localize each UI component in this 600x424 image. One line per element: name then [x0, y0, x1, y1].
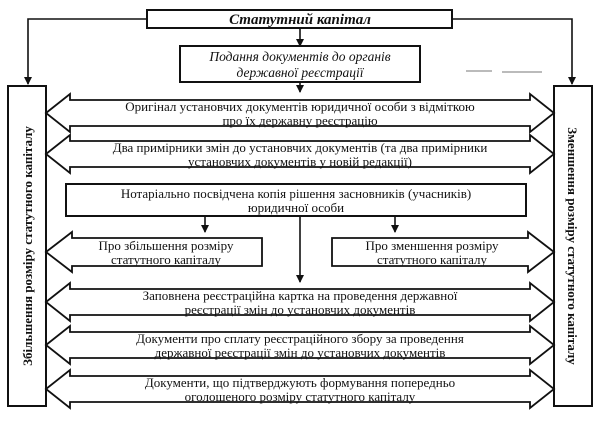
doc5-arrow: Документи про сплату реєстраційного збор… — [44, 324, 556, 366]
doc6-line2: оголошеного розміру статутного капіталу — [185, 389, 416, 404]
doc6-line1: Документи, що підтверджують формування п… — [145, 375, 455, 390]
doc5-line2: державної реєстрації змін до установчих … — [155, 345, 446, 360]
doc1-line2: про їх державну реєстрацію — [222, 113, 377, 128]
scan-noise — [466, 70, 542, 73]
doc1-line1: Оригінал установчих документів юридичної… — [125, 99, 475, 114]
submission-line1: Подання документів до органів — [208, 49, 390, 64]
increase-decision-arrow: Про збільшення розміру статутного капіта… — [44, 230, 263, 274]
doc2-line1: Два примірники змін до установчих докуме… — [113, 140, 488, 155]
doc3-box: Нотаріально посвідчена копія рішення зас… — [65, 183, 527, 217]
doc2-line2: установчих документів у новій редакції) — [188, 154, 412, 169]
increase-decision-line2: статутного капіталу — [111, 252, 221, 267]
decrease-decision-line1: Про зменшення розміру — [365, 238, 499, 253]
decrease-decision-arrow: Про зменшення розміру статутного капітал… — [331, 230, 556, 274]
doc2-arrow: Два примірники змін до установчих докуме… — [44, 133, 556, 175]
doc5-line1: Документи про сплату реєстраційного збор… — [136, 331, 464, 346]
left-sidebar: Збільшення розміру статутного капіталу — [7, 85, 47, 407]
doc1-arrow: Оригінал установчих документів юридичної… — [44, 92, 556, 134]
left-sidebar-label: Збільшення розміру статутного капіталу — [20, 126, 35, 366]
doc4-arrow: Заповнена реєстраційна картка на проведе… — [44, 281, 556, 323]
title-box: Статутний капітал — [146, 9, 453, 29]
title-connectors — [24, 18, 576, 93]
right-sidebar: Зменшення розміру статутного капіталу — [553, 85, 593, 407]
increase-decision-line1: Про збільшення розміру — [99, 238, 234, 253]
doc3-line2: юридичної особи — [248, 200, 344, 215]
doc4-line2: реєстрації змін до установчих документів — [185, 302, 416, 317]
title-text: Статутний капітал — [229, 12, 371, 28]
submission-line2: державної реєстрації — [236, 65, 364, 80]
doc6-arrow: Документи, що підтверджують формування п… — [44, 368, 556, 410]
branch-connectors — [201, 216, 399, 283]
submission-box: Подання документів до органів державної … — [179, 45, 421, 83]
decrease-decision-line2: статутного капіталу — [377, 252, 487, 267]
right-sidebar-label: Зменшення розміру статутного капіталу — [565, 127, 580, 365]
doc4-line1: Заповнена реєстраційна картка на проведе… — [143, 288, 458, 303]
doc3-line1: Нотаріально посвідчена копія рішення зас… — [121, 186, 471, 201]
